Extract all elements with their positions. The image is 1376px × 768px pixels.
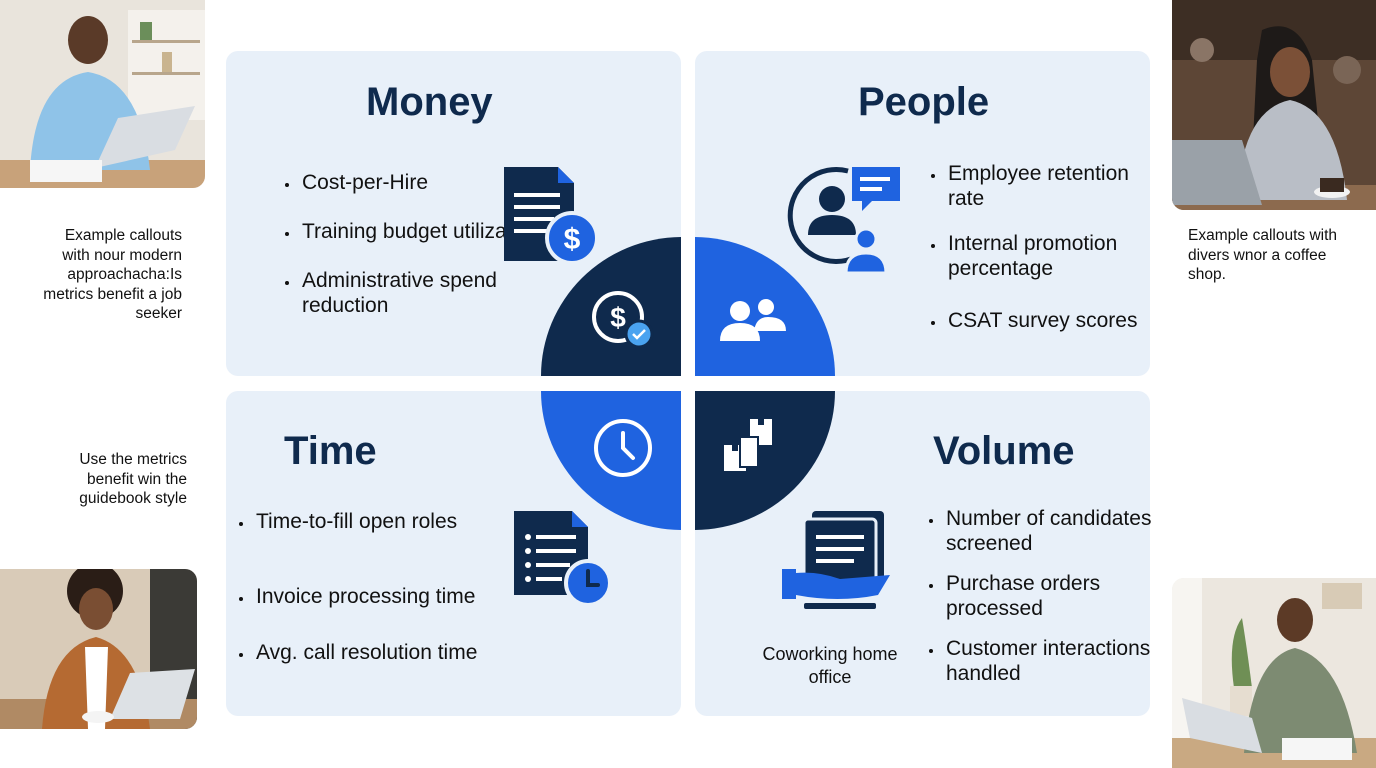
list-item: Time-to-fill open roles <box>254 509 534 534</box>
list-item: Training budget utilization <box>300 219 550 244</box>
list-item: Internal promotion percentage <box>946 231 1161 281</box>
volume-caption: Coworking home office <box>762 644 898 687</box>
user-group-icon <box>720 299 786 341</box>
list-item: CSAT survey scores <box>946 308 1161 333</box>
list-item: Cost-per-Hire <box>300 170 550 195</box>
side-note-left-top: Example callouts with nour modern approa… <box>43 227 182 322</box>
list-item: Customer interactions handled <box>944 636 1169 686</box>
list-item: Administrative spend reduction <box>300 268 550 318</box>
money-title: Money <box>366 80 493 124</box>
side-note-right-top: Example callouts with divers wnor a coff… <box>1188 227 1338 283</box>
list-item: Invoice processing time <box>254 584 534 609</box>
list-item: Avg. call resolution time <box>254 640 534 665</box>
time-metrics-list: Time-to-fill open roles Invoice processi… <box>234 509 534 665</box>
doc-clock-icon <box>514 511 612 607</box>
svg-text:$: $ <box>564 223 581 256</box>
people-metrics-list: Employee retention rate Internal promoti… <box>926 161 1161 353</box>
photo-man-laptop-home <box>0 0 205 188</box>
people-title: People <box>858 80 990 124</box>
volume-quarter <box>695 391 835 530</box>
dollar-coin-icon: $ <box>592 291 654 349</box>
people-chat-icon <box>787 166 900 275</box>
time-quarter <box>541 391 681 530</box>
side-note-left-middle: Use the metrics benefit win the guideboo… <box>79 451 187 507</box>
photo-woman-coffee-shop <box>1172 0 1376 210</box>
center-quadrant-circle: $ <box>541 237 835 530</box>
photo-woman-laptop-cafe <box>0 569 197 729</box>
boxes-icon <box>724 419 772 471</box>
doc-dollar-icon: $ <box>504 167 599 265</box>
money-metrics-list: Cost-per-Hire Training budget utilizatio… <box>280 170 550 342</box>
clock-icon <box>594 419 652 477</box>
list-item: Purchase orders processed <box>944 571 1169 621</box>
list-item: Number of candidates screened <box>944 506 1169 556</box>
svg-text:$: $ <box>610 302 626 333</box>
volume-title: Volume <box>933 429 1075 473</box>
volume-metrics-list: Number of candidates screened Purchase o… <box>924 506 1169 701</box>
hand-docs-icon <box>782 511 890 609</box>
time-title: Time <box>284 429 377 473</box>
photo-man-laptop-office <box>1172 578 1376 768</box>
list-item: Employee retention rate <box>946 161 1161 211</box>
